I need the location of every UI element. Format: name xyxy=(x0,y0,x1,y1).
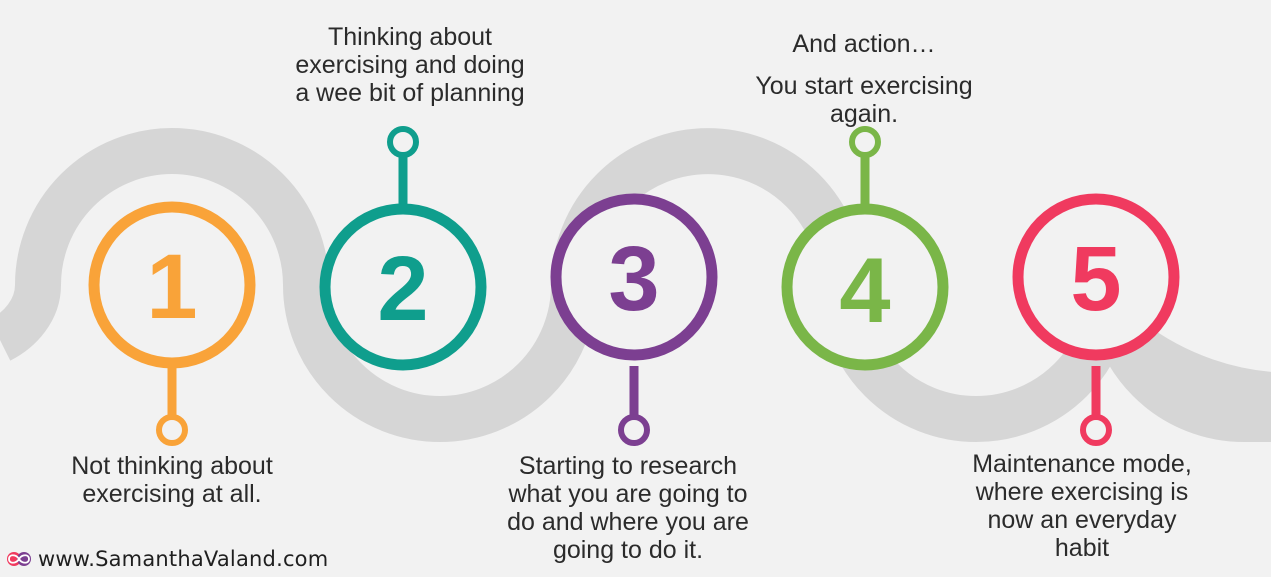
step-1-ring xyxy=(88,201,256,369)
step-2-ring xyxy=(319,203,487,371)
step-5-pin xyxy=(1080,414,1112,446)
step-5-caption: Maintenance mode, where exercising is no… xyxy=(972,450,1192,562)
step-4-ring xyxy=(781,203,949,371)
step-4-pin xyxy=(849,126,881,158)
step-3-pin xyxy=(618,414,650,446)
step-4: 4 xyxy=(781,126,949,371)
step-5-ring xyxy=(1012,193,1180,361)
step-3-ring xyxy=(550,193,718,361)
step-2: 2 xyxy=(319,126,487,371)
step-3-caption: Starting to research what you are going … xyxy=(507,452,749,564)
step-4-caption: And action… You start exercising again. xyxy=(714,2,1014,156)
step-4-caption-text: You start exercising again. xyxy=(755,72,973,128)
watermark: www.SamanthaValand.com xyxy=(6,545,328,573)
step-5-number: 5 xyxy=(1070,228,1121,330)
step-2-number: 2 xyxy=(377,238,428,340)
step-2-caption: Thinking about exercising and doing a we… xyxy=(295,23,525,107)
step-3-number: 3 xyxy=(608,228,659,330)
step-1-number: 1 xyxy=(146,236,197,338)
step-5: 5 xyxy=(1012,193,1180,446)
step-1-caption: Not thinking about exercising at all. xyxy=(71,452,273,508)
infinity-logo-icon xyxy=(7,552,31,566)
step-4-caption-line1: And action… xyxy=(792,30,936,58)
step-1: 1 xyxy=(88,201,256,446)
step-3: 3 xyxy=(550,193,718,446)
step-4-number: 4 xyxy=(839,240,890,342)
watermark-text: www.SamanthaValand.com xyxy=(38,547,329,571)
step-1-pin xyxy=(156,414,188,446)
step-2-pin xyxy=(387,126,419,158)
